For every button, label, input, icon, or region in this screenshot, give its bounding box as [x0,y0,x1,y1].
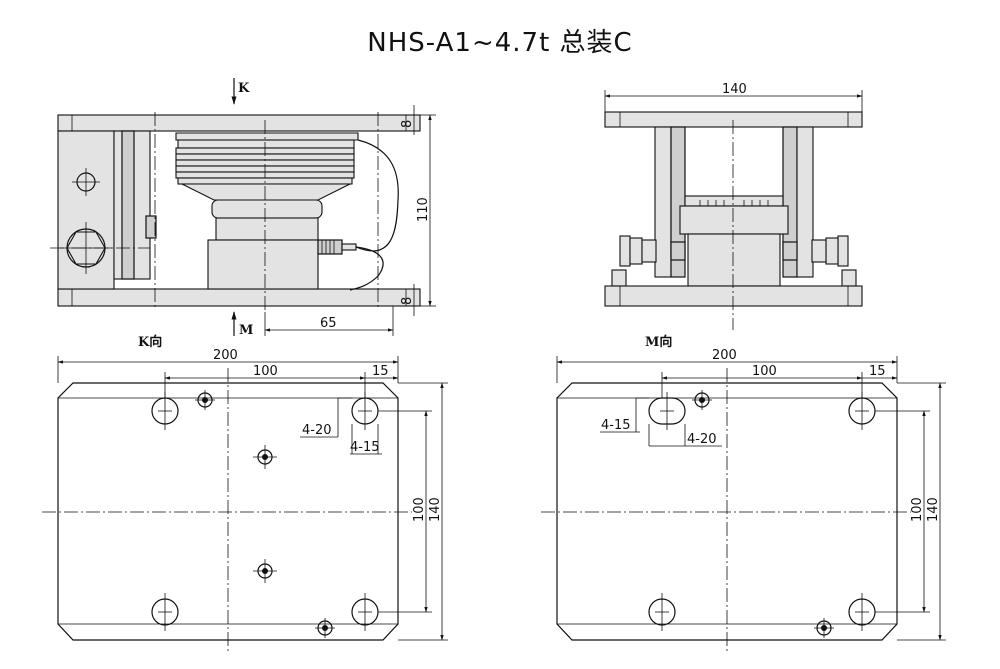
m-view-label: M向 [645,334,672,350]
m-dim-140: 140 [926,497,941,522]
side-view: 140 [604,82,863,330]
k-dim-100: 100 [253,364,278,379]
k-dim-140: 140 [428,497,443,522]
m-slot-holes [648,392,876,631]
k-dim-inner-100: 100 [412,497,427,522]
drawing-title: NHS-A1~4.7t 总装C [367,28,633,58]
dim-height-110: 110 [416,197,431,222]
k-view: K向 [42,334,448,654]
arrow-k-label: K [238,81,250,96]
dim-bottom-8: 8 [400,297,415,305]
k-dim-4-20: 4-20 [302,423,332,438]
m-dim-4-15: 4-15 [601,418,631,433]
side-bottom-plate [604,285,863,307]
front-view: K M 110 8 8 65 [50,78,436,338]
side-dim-140: 140 [722,82,747,97]
k-dim-15: 15 [372,364,389,379]
m-dim-100: 100 [752,364,777,379]
front-top-plate [57,114,421,132]
k-view-label: K向 [138,334,162,350]
m-dim-200: 200 [712,348,737,363]
k-slot-holes [151,392,379,631]
k-bolt-holes [195,390,335,638]
m-dim-4-20: 4-20 [687,432,717,447]
load-cell [175,132,399,291]
m-dim-15: 15 [869,364,886,379]
side-top-plate [604,111,863,128]
arrow-m-label: M [239,323,253,338]
dim-offset-65: 65 [320,316,337,331]
m-dim-inner-100: 100 [910,497,925,522]
m-bolt-holes [692,390,834,638]
k-dim-4-15: 4-15 [350,440,380,455]
m-plate [556,382,898,641]
k-dim-200: 200 [213,348,238,363]
dim-top-8: 8 [400,120,415,128]
front-bottom-plate [57,288,421,307]
k-plate [57,382,399,641]
m-view: M向 200 100 15 [541,334,946,654]
